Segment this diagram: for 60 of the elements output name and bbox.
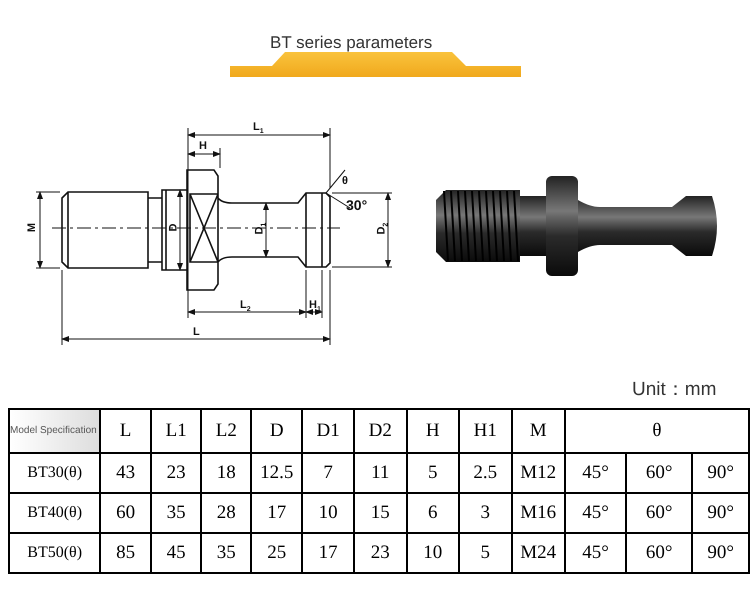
title: BT series parameters <box>270 33 432 53</box>
table-value: 35 <box>150 493 202 533</box>
table-value: 10 <box>302 493 354 533</box>
table-value: 90° <box>692 453 749 493</box>
table-value: M24 <box>512 533 565 573</box>
table-value: 60 <box>100 493 151 533</box>
column-header: L1 <box>150 409 202 453</box>
dimension-label: 30° <box>346 198 368 212</box>
table-value: 17 <box>251 493 302 533</box>
table-value: 6 <box>406 493 459 533</box>
table-value: 10 <box>406 533 459 573</box>
dimension-label: L$_{2}$ <box>240 300 251 314</box>
dimension-label: D <box>168 224 180 232</box>
corner-header: Model Specification <box>9 409 100 453</box>
table-value: 43 <box>100 453 151 493</box>
dimension-label: M <box>27 222 38 232</box>
column-header: L2 <box>201 409 252 453</box>
table-value: 90° <box>692 533 749 573</box>
table-value: 28 <box>201 493 252 533</box>
table-value: M12 <box>512 453 565 493</box>
dimension-label: L$_{1}$ <box>253 122 264 136</box>
table-value: 11 <box>354 453 407 493</box>
table-value: 60° <box>626 453 692 493</box>
table-value: 15 <box>354 493 407 533</box>
table-value: 35 <box>201 533 252 573</box>
column-header: D1 <box>302 409 354 453</box>
row-header: BT30(θ) <box>9 453 100 493</box>
dimension-label: L <box>193 327 200 338</box>
column-header: M <box>512 409 565 453</box>
table-value: 90° <box>692 493 749 533</box>
column-header: L <box>100 409 151 453</box>
table-value: 23 <box>354 533 407 573</box>
table-value: 23 <box>150 453 202 493</box>
column-header: H <box>406 409 459 453</box>
column-header: θ <box>564 409 749 453</box>
column-header: D2 <box>354 409 407 453</box>
table-value: 12.5 <box>251 453 302 493</box>
dimension-label: θ <box>342 176 348 187</box>
table-value: 45° <box>564 533 626 573</box>
table-value: 2.5 <box>458 453 512 493</box>
dimension-label: H <box>199 141 207 152</box>
table-value: 85 <box>100 533 151 573</box>
table-value: 3 <box>458 493 512 533</box>
column-header: H1 <box>458 409 512 453</box>
table-value: M16 <box>512 493 565 533</box>
table-value: 60° <box>626 493 692 533</box>
table-value: 5 <box>406 453 459 493</box>
unit-note: Unit：mm <box>632 378 716 402</box>
row-header: BT50(θ) <box>9 533 100 573</box>
table-value: 7 <box>302 453 354 493</box>
column-header: D <box>251 409 302 453</box>
table-value: 17 <box>302 533 354 573</box>
table-value: 45° <box>564 493 626 533</box>
table-value: 5 <box>458 533 512 573</box>
table-value: 45° <box>564 453 626 493</box>
table-value: 25 <box>251 533 302 573</box>
row-header: BT40(θ) <box>9 493 100 533</box>
table-value: 18 <box>201 453 252 493</box>
table-value: 45 <box>150 533 202 573</box>
table-value: 60° <box>626 533 692 573</box>
